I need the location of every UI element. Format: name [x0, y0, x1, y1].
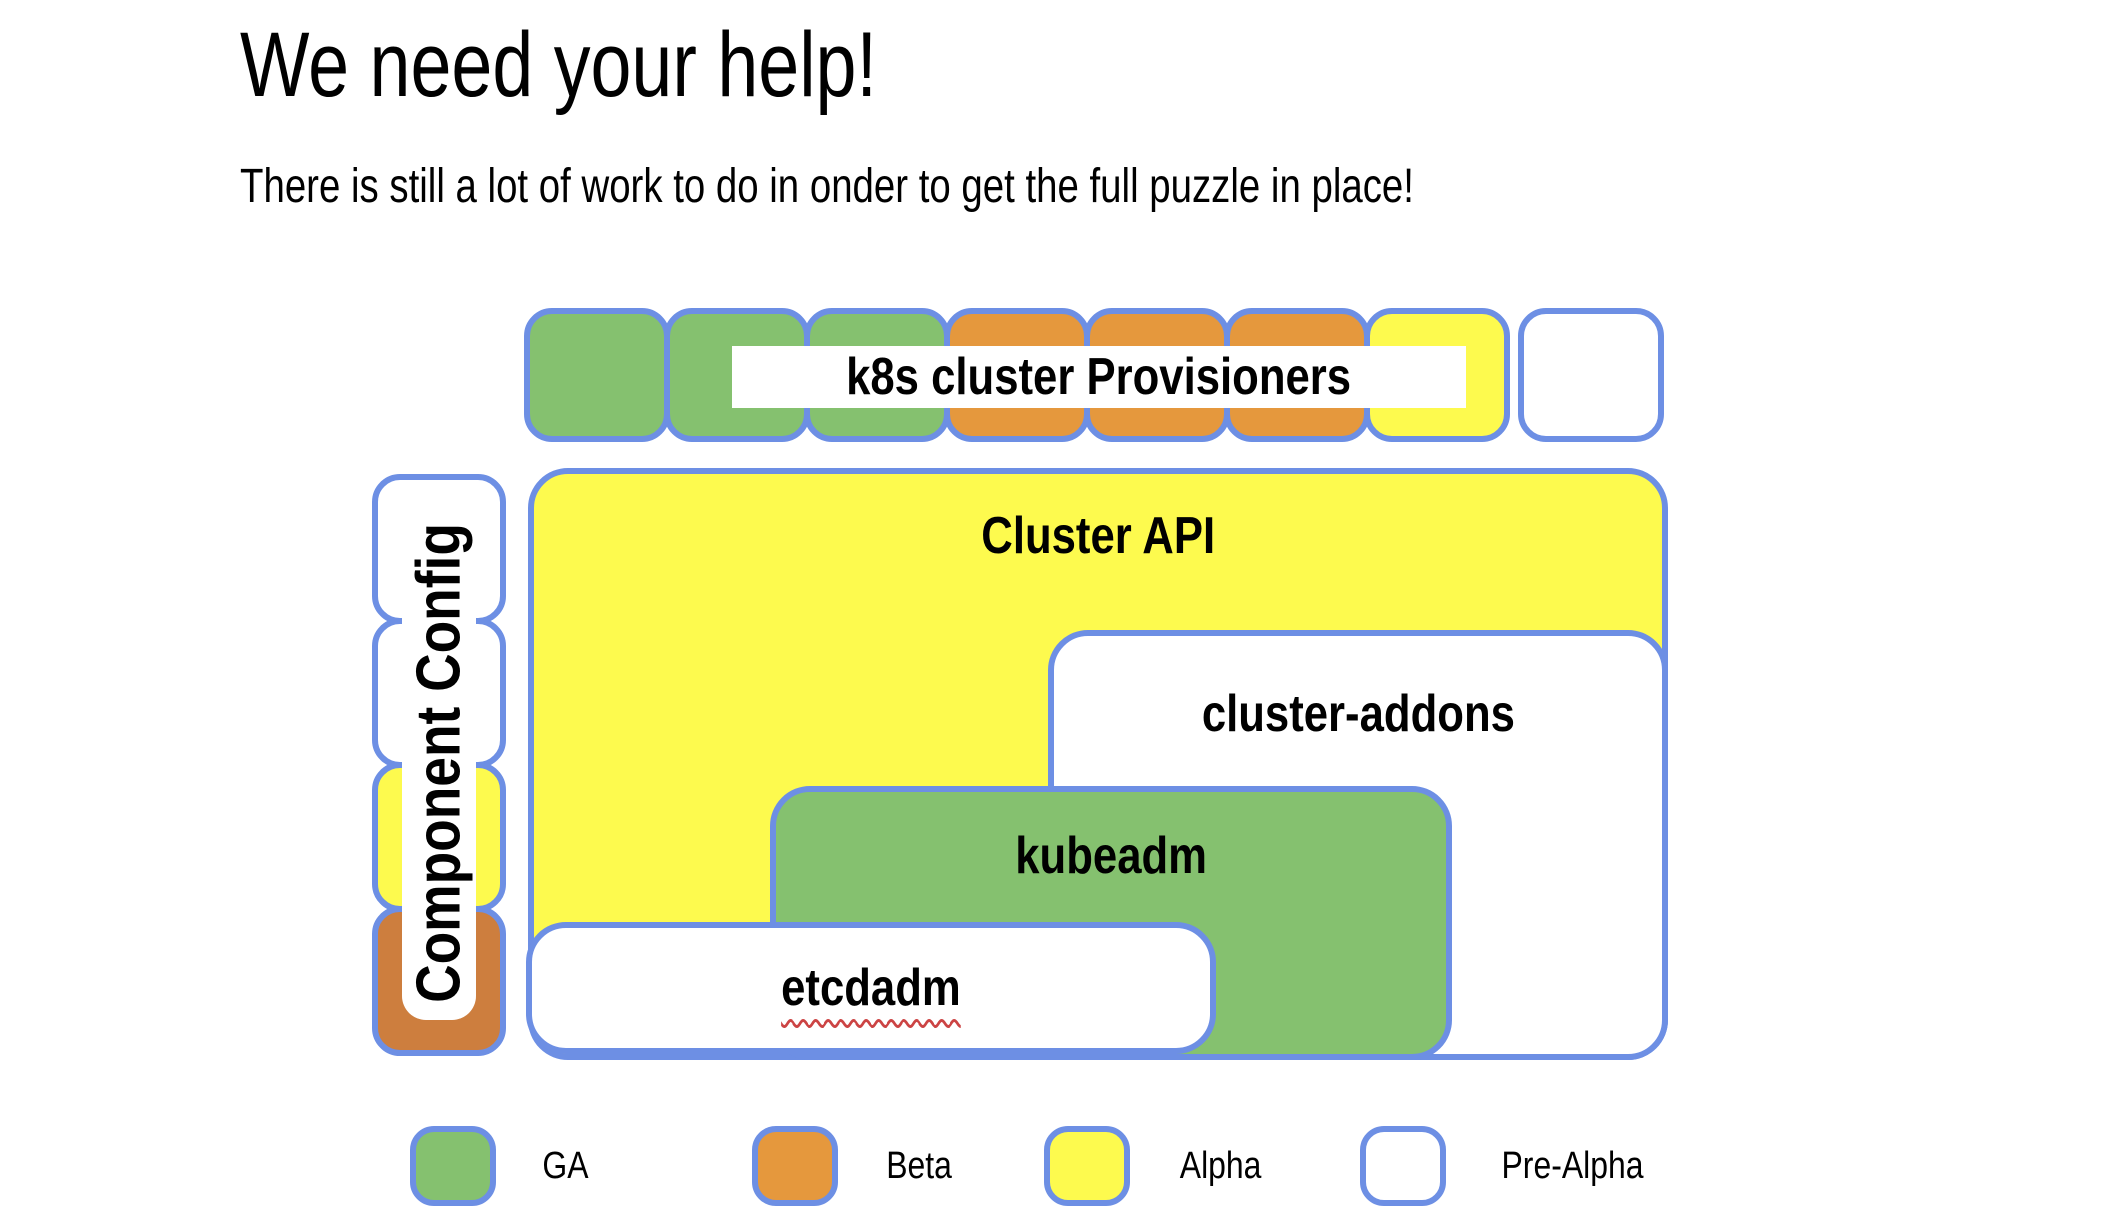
page-title: We need your help!	[240, 10, 1036, 120]
component-config-label-box: Component Config	[402, 506, 476, 1020]
legend-swatch-alpha	[1044, 1126, 1130, 1206]
puzzle-piece-pre_alpha	[1518, 308, 1664, 442]
component-config-label: Component Config	[404, 523, 474, 1003]
kubeadm-label: kubeadm	[1015, 827, 1207, 885]
legend-label-alpha: Alpha	[1179, 1144, 1262, 1187]
legend-item-ga: GA	[410, 1126, 593, 1206]
provisioners-label-box: k8s cluster Provisioners	[732, 346, 1466, 408]
legend-item-beta: Beta	[752, 1126, 958, 1206]
provisioners-label: k8s cluster Provisioners	[846, 348, 1352, 406]
etcdadm-box: etcdadm	[526, 922, 1216, 1054]
page-title-text: We need your help!	[240, 14, 877, 116]
legend-item-alpha: Alpha	[1044, 1126, 1269, 1206]
puzzle-piece-ga	[524, 308, 670, 442]
page-subtitle-text: There is still a lot of work to do in on…	[240, 160, 1414, 213]
legend-swatch-beta	[752, 1126, 838, 1206]
page-subtitle: There is still a lot of work to do in on…	[240, 158, 1707, 216]
legend-swatch-ga	[410, 1126, 496, 1206]
legend-item-pre-alpha: Pre-Alpha	[1360, 1126, 1657, 1206]
legend-label-ga: GA	[542, 1144, 589, 1187]
legend-swatch-pre-alpha	[1360, 1126, 1446, 1206]
legend-label-beta: Beta	[886, 1144, 952, 1187]
etcdadm-label: etcdadm	[781, 959, 961, 1017]
cluster-api-label: Cluster API	[981, 507, 1215, 565]
cluster-addons-label: cluster-addons	[1201, 685, 1515, 743]
legend-label-pre-alpha: Pre-Alpha	[1501, 1144, 1644, 1187]
